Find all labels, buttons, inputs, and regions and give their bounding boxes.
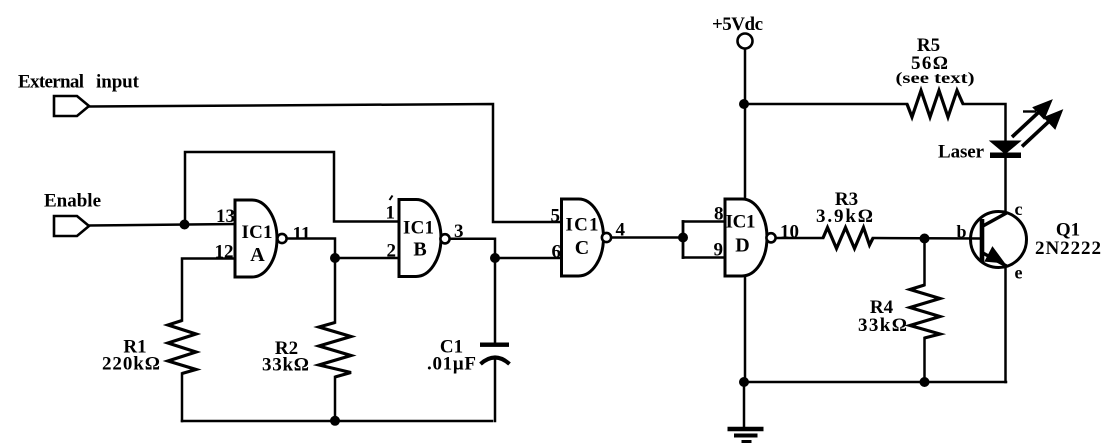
svg-text:3.9kΩ: 3.9kΩ bbox=[816, 206, 873, 227]
svg-text:12: 12 bbox=[215, 242, 234, 263]
svg-text:C1: C1 bbox=[440, 337, 463, 358]
svg-text:IC1: IC1 bbox=[242, 222, 273, 243]
svg-text:2: 2 bbox=[387, 241, 397, 262]
svg-text:+5Vdc: +5Vdc bbox=[712, 14, 763, 35]
svg-text:9: 9 bbox=[714, 240, 724, 261]
svg-text:11: 11 bbox=[293, 224, 311, 245]
svg-text:Enable: Enable bbox=[44, 191, 101, 212]
svg-text:External: External bbox=[18, 72, 84, 93]
svg-text:220kΩ: 220kΩ bbox=[102, 354, 160, 375]
svg-text:b: b bbox=[956, 222, 966, 242]
svg-text:(see text): (see text) bbox=[896, 70, 975, 87]
svg-text:33kΩ: 33kΩ bbox=[262, 355, 309, 376]
svg-text:IC1: IC1 bbox=[403, 218, 434, 239]
svg-text:4: 4 bbox=[616, 220, 626, 241]
svg-text:Q1: Q1 bbox=[1056, 220, 1080, 241]
svg-text:Laser: Laser bbox=[938, 142, 985, 163]
svg-text:6: 6 bbox=[552, 242, 562, 263]
svg-text:input: input bbox=[96, 72, 140, 93]
svg-text:R5: R5 bbox=[917, 35, 940, 56]
svg-text:R3: R3 bbox=[835, 189, 858, 210]
svg-text:13: 13 bbox=[216, 206, 235, 227]
svg-text:1: 1 bbox=[386, 203, 396, 224]
svg-text:2N2222: 2N2222 bbox=[1035, 238, 1101, 259]
svg-text:B: B bbox=[413, 239, 426, 261]
svg-text:IC1: IC1 bbox=[566, 215, 599, 236]
svg-text:R1: R1 bbox=[123, 337, 146, 358]
svg-text:8: 8 bbox=[714, 204, 724, 225]
svg-text:3: 3 bbox=[454, 221, 464, 242]
svg-text:R2: R2 bbox=[275, 338, 298, 359]
svg-text:R4: R4 bbox=[870, 297, 894, 318]
svg-text:56Ω: 56Ω bbox=[911, 53, 948, 74]
svg-text:33kΩ: 33kΩ bbox=[858, 315, 907, 336]
svg-text:10: 10 bbox=[780, 222, 799, 243]
svg-text:A: A bbox=[250, 244, 265, 266]
svg-text:5: 5 bbox=[551, 206, 561, 227]
svg-text:e: e bbox=[1015, 263, 1023, 283]
svg-text:IC1: IC1 bbox=[726, 212, 756, 233]
svg-text:.01μF: .01μF bbox=[427, 354, 476, 375]
svg-text:c: c bbox=[1015, 199, 1023, 219]
svg-text:D: D bbox=[735, 235, 749, 257]
svg-text:C: C bbox=[575, 237, 589, 259]
